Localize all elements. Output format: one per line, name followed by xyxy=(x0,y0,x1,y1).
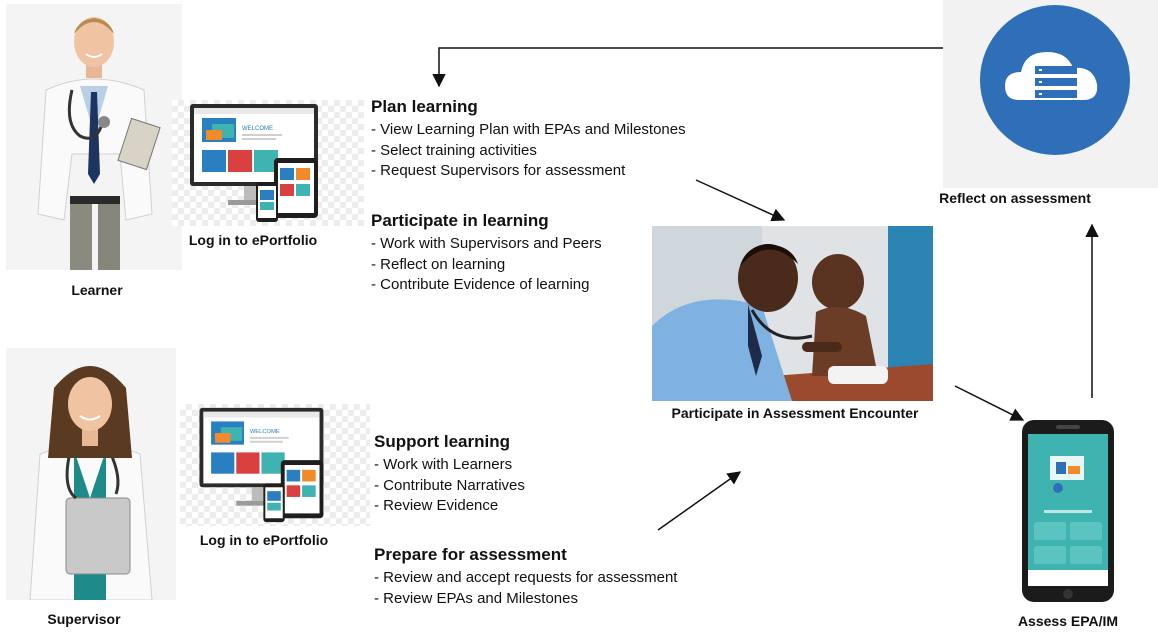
block-title: Support learning xyxy=(374,432,510,451)
arrow-reflect-to-plan xyxy=(432,47,943,88)
block-item: - Review and accept requests for assessm… xyxy=(374,569,678,586)
phone-icon xyxy=(256,182,278,222)
arrow-supervisor-to-encounter xyxy=(657,471,742,531)
block-item: - Work with Supervisors and Peers xyxy=(371,235,602,252)
block-item: - View Learning Plan with EPAs and Miles… xyxy=(371,121,686,138)
arrow-encounter-to-assess xyxy=(954,385,1025,421)
eportfolio-devices-learner: WELCOME xyxy=(172,100,364,226)
learner-label: Learner xyxy=(71,282,123,298)
supervisor-block-prepare: Prepare for assessment - Review and acce… xyxy=(374,545,677,609)
learner-photo xyxy=(6,4,182,270)
block-item: - Contribute Narratives xyxy=(374,476,525,494)
tablet-icon xyxy=(274,158,318,218)
login-supervisor-label: Log in to ePortfolio xyxy=(199,532,329,548)
supervisor-photo xyxy=(6,348,176,600)
welcome-text: WELCOME xyxy=(242,126,273,132)
welcome-text: WELCOME xyxy=(250,429,280,435)
phone-icon xyxy=(263,483,285,523)
encounter-photo xyxy=(652,226,933,401)
block-item: - Reflect on learning xyxy=(371,255,506,273)
block-item: - Select training activities xyxy=(371,141,537,159)
block-title: Plan learning xyxy=(371,97,478,116)
arrow-learner-to-encounter xyxy=(695,179,786,222)
block-title: Participate in learning xyxy=(371,211,549,230)
reflect-label: Reflect on assessment xyxy=(939,190,1091,206)
smartphone-app-icon xyxy=(1022,420,1114,602)
phone-app xyxy=(1020,418,1116,604)
block-item: - Work with Learners xyxy=(374,456,513,473)
cloud-panel xyxy=(943,0,1158,188)
assess-label: Assess EPA/IM xyxy=(1017,613,1119,629)
block-item: - Request Supervisors for assessment xyxy=(371,162,626,179)
tablet-icon xyxy=(280,460,324,519)
block-item: - Contribute Evidence of learning xyxy=(371,276,590,293)
block-item: - Review EPAs and Milestones xyxy=(374,589,578,607)
eportfolio-devices-supervisor: WELCOME xyxy=(180,404,370,526)
encounter-label: Participate in Assessment Encounter xyxy=(671,405,919,421)
block-title: Prepare for assessment xyxy=(374,545,567,564)
login-learner-label: Log in to ePortfolio xyxy=(188,232,318,248)
learner-block-participate: Participate in learning - Work with Supe… xyxy=(371,211,602,296)
supervisor-block-support: Support learning - Work with Learners - … xyxy=(374,432,525,517)
block-item: - Review Evidence xyxy=(374,497,499,514)
supervisor-label: Supervisor xyxy=(47,611,121,627)
learner-block-plan: Plan learning - View Learning Plan with … xyxy=(371,97,686,182)
